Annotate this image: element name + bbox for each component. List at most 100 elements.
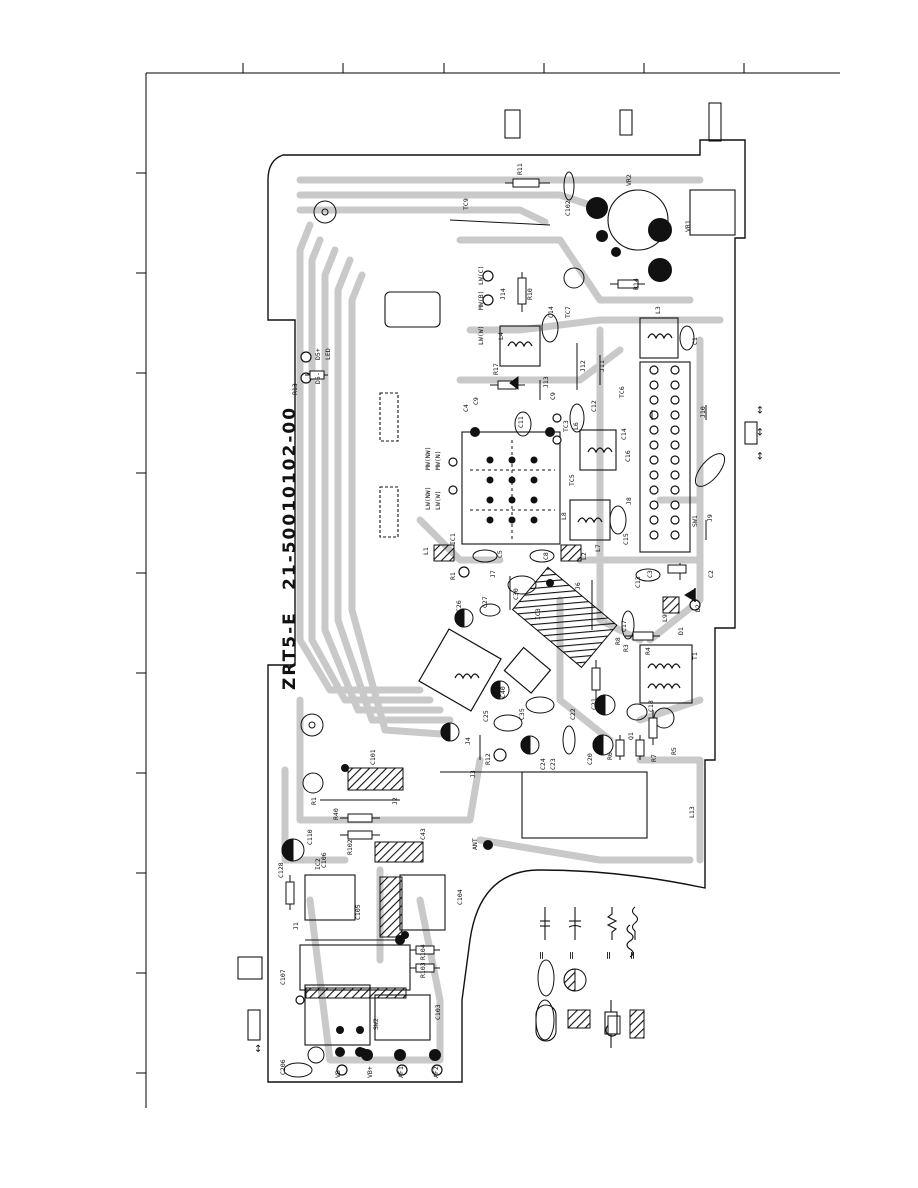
label-c11: C11 — [517, 416, 525, 428]
label-c24: C24 — [539, 758, 547, 770]
label-c26: C26 — [455, 600, 463, 612]
vr2-body — [607, 189, 669, 251]
hatched-parts — [305, 544, 680, 1039]
label-l4: L4 — [497, 332, 505, 340]
ic1-tuner — [461, 431, 561, 545]
label-c105: C105 — [354, 904, 362, 920]
jumper-wires — [305, 219, 707, 941]
sw1-switch — [639, 361, 691, 553]
l7-coil — [569, 499, 611, 541]
label-j7: J7 — [489, 570, 497, 578]
label-c2: C2 — [707, 570, 715, 578]
label-c15: C15 — [622, 533, 630, 545]
label-c17: C17 — [620, 620, 628, 632]
ic3-hatch — [511, 566, 618, 669]
label-c128: C128 — [277, 862, 285, 878]
label-c104: C104 — [456, 889, 464, 905]
c103-block — [374, 994, 431, 1041]
label-j12: J12 — [579, 360, 587, 372]
c101-hatch — [347, 767, 404, 791]
ref-box-1 — [504, 109, 521, 139]
label-c21: C21 — [590, 698, 598, 710]
label-sw1: SW1 — [691, 515, 699, 527]
label-r1: R1 — [449, 572, 457, 580]
label-c9b: C9 — [549, 392, 557, 400]
label-ic1: IC1 — [449, 533, 457, 545]
label-r8: R8 — [614, 637, 622, 645]
label-c5: C5 — [496, 550, 504, 558]
label-r103: R103 — [419, 962, 427, 978]
arrow-marker-4: ↕ — [254, 1044, 262, 1055]
label-lwnw: LW(NW) — [424, 487, 432, 510]
label-vbplus: VB+ — [366, 1066, 374, 1078]
label-af1: AF1 — [397, 1066, 405, 1078]
label-j14: J14 — [499, 288, 507, 300]
label-mwb: MW(B) — [477, 290, 485, 310]
l4-coil-block — [499, 325, 541, 367]
label-c23: C23 — [549, 758, 557, 770]
label-r11: R11 — [516, 163, 524, 175]
arrow-marker-2: ↔ — [755, 428, 766, 436]
electrolytic-caps — [281, 608, 616, 992]
label-l8: L8 — [560, 512, 568, 520]
label-c102: C102 — [564, 200, 572, 216]
label-c25: C25 — [482, 710, 490, 722]
label-vr1: VR1 — [684, 220, 692, 232]
page-frame — [136, 63, 840, 1108]
label-r13: R13 — [291, 383, 299, 395]
legend — [535, 906, 639, 1048]
label-t1: T1 — [691, 652, 699, 660]
legend-hatch-block — [629, 1009, 645, 1039]
label-r102: R102 — [346, 839, 354, 855]
label-c18: C18 — [647, 700, 655, 712]
label-c14: C14 — [547, 306, 555, 318]
solder-pads — [335, 197, 672, 1061]
label-mwnw: MW(NW) — [424, 447, 432, 470]
label-c22: C22 — [569, 708, 577, 720]
board-code: 21-50010102-00 — [280, 406, 300, 590]
l2-coil-hatch — [560, 544, 582, 562]
label-d5plus: D5+ — [314, 348, 322, 360]
label-r3: R3 — [622, 644, 630, 652]
label-c4: C4 — [462, 404, 470, 412]
label-c27: C27 — [481, 596, 489, 608]
ic2-regulator — [304, 874, 356, 921]
legend-eq-2: = — [565, 951, 578, 960]
coil-windings — [418, 333, 681, 958]
label-l1: L1 — [422, 547, 430, 555]
label-c30: C30 — [512, 588, 520, 600]
label-j3: J3 — [469, 770, 477, 778]
label-mwn: MW(N) — [434, 450, 442, 470]
label-c20: C20 — [586, 753, 594, 765]
label-r17: R17 — [492, 363, 500, 375]
label-r104: R104 — [419, 944, 427, 960]
legend-eq-1: = — [535, 951, 548, 960]
label-r7: R7 — [650, 754, 658, 762]
label-l6: L6 — [572, 422, 580, 430]
label-vr2: VR2 — [625, 174, 633, 186]
label-tc9: TC9 — [462, 198, 470, 210]
label-q1: Q1 — [627, 732, 635, 740]
large-block — [521, 771, 648, 839]
label-c40: C40 — [499, 686, 507, 698]
label-j1: J1 — [292, 922, 300, 930]
label-r4: R4 — [644, 647, 652, 655]
label-tc3: TC3 — [562, 420, 570, 432]
label-j2: J2 — [391, 797, 399, 805]
label-c35: C35 — [518, 708, 526, 720]
legend-eq-3: = — [602, 951, 615, 960]
module-square-2 — [379, 486, 399, 538]
component-labels: R11 TC9 C102 VR2 VR1 R10 J14 LW(C) MW(B)… — [277, 163, 715, 1078]
label-vb: VB — [334, 1070, 342, 1078]
label-c16: C16 — [624, 450, 632, 462]
label-c8: C8 — [542, 552, 550, 560]
label-c110: C110 — [306, 829, 314, 845]
ref-box-4 — [744, 421, 758, 445]
c107-hatch — [305, 987, 407, 999]
label-l9: L9 — [661, 614, 669, 622]
label-c14b: C14 — [620, 428, 628, 440]
l1-coil-hatch — [433, 544, 455, 562]
label-c107: C107 — [279, 969, 287, 985]
label-c13: C13 — [634, 576, 642, 588]
